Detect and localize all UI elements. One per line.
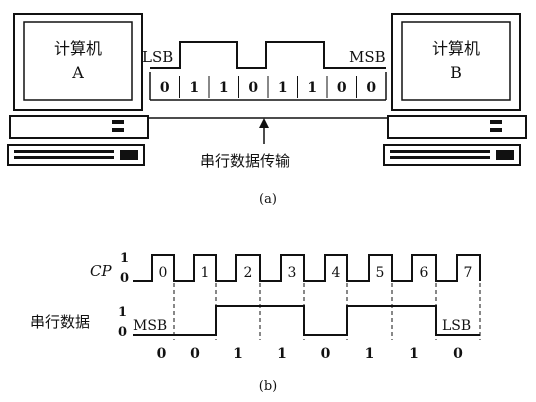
computer-b-drive-2 bbox=[490, 128, 502, 132]
msb-label: MSB bbox=[349, 48, 386, 66]
data-bit-value: 1 bbox=[365, 346, 375, 362]
computer-b-title: 计算机 bbox=[432, 39, 480, 58]
computer-b-drive-1 bbox=[490, 120, 502, 124]
data-bit-values: 0 0 1 1 0 1 1 0 bbox=[157, 346, 464, 362]
bit-value: 1 bbox=[278, 80, 288, 96]
cp-label: CP bbox=[90, 262, 112, 280]
computer-a-keys bbox=[14, 150, 138, 160]
bit-stream-waveform bbox=[150, 41, 386, 69]
clock-pulse-numbers: 0 1 2 3 4 5 6 7 bbox=[159, 265, 473, 281]
data-bit-value: 1 bbox=[233, 346, 243, 362]
bit-value: 1 bbox=[307, 80, 317, 96]
timing-guides bbox=[173, 283, 481, 340]
data-high-level: 1 bbox=[118, 305, 127, 320]
clock-pulse-number: 1 bbox=[201, 265, 210, 281]
data-bit-value: 1 bbox=[409, 346, 419, 362]
bit-value: 0 bbox=[337, 80, 347, 96]
bit-value: 0 bbox=[160, 80, 170, 96]
data-bit-value: 1 bbox=[277, 346, 287, 362]
clock-pulse-number: 7 bbox=[464, 265, 473, 281]
cp-low-level: 0 bbox=[120, 271, 129, 286]
figure-b: CP 1 0 0 1 2 3 4 5 6 7 串行数据 1 0 MSB LSB 0 0 1 1 0 1 1… bbox=[30, 251, 481, 394]
computer-b: 计算机 B bbox=[383, 13, 527, 166]
computer-a-screen bbox=[23, 21, 133, 101]
bit-value: 0 bbox=[366, 80, 376, 96]
serial-data-label: 串行数据 bbox=[30, 313, 90, 331]
bit-value: 1 bbox=[219, 80, 229, 96]
transfer-arrow-head bbox=[259, 118, 269, 128]
msb-label-b: MSB bbox=[133, 318, 167, 334]
bit-values: 0 1 1 0 1 1 0 0 bbox=[160, 76, 376, 98]
bit-stream: 0 1 1 0 1 1 0 0 bbox=[149, 41, 387, 101]
data-waveform bbox=[133, 305, 480, 336]
computer-b-base-unit bbox=[387, 115, 527, 139]
computer-a-drive-2 bbox=[112, 128, 124, 132]
clock-pulse-number: 6 bbox=[420, 265, 429, 281]
clock-pulse-number: 0 bbox=[159, 265, 168, 281]
computer-a-title: 计算机 bbox=[54, 39, 102, 58]
computer-a-letter: A bbox=[71, 63, 84, 82]
data-bit-value: 0 bbox=[157, 346, 167, 362]
data-bit-value: 0 bbox=[321, 346, 331, 362]
figure-a: 计算机 A 计算机 B bbox=[7, 13, 527, 207]
transfer-label: 串行数据传输 bbox=[200, 152, 290, 170]
lsb-label-b: LSB bbox=[442, 318, 471, 334]
computer-a-base-unit bbox=[9, 115, 149, 139]
caption-b: (b) bbox=[259, 379, 277, 394]
clock-pulse-number: 4 bbox=[332, 265, 341, 281]
bit-value: 1 bbox=[189, 80, 199, 96]
data-bit-value: 0 bbox=[453, 346, 463, 362]
lsb-label: LSB bbox=[142, 48, 173, 66]
computer-a: 计算机 A bbox=[7, 13, 149, 166]
computer-b-screen bbox=[401, 21, 511, 101]
computer-b-keys bbox=[390, 150, 514, 160]
clock-pulse-number: 3 bbox=[288, 265, 297, 281]
bit-value: 0 bbox=[248, 80, 258, 96]
clock-waveform bbox=[133, 254, 481, 282]
cp-high-level: 1 bbox=[120, 251, 129, 266]
computer-b-letter: B bbox=[450, 63, 462, 82]
clock-pulse-number: 5 bbox=[376, 265, 385, 281]
caption-a: (a) bbox=[259, 192, 277, 207]
data-bit-value: 0 bbox=[190, 346, 200, 362]
clock-pulse-number: 2 bbox=[244, 265, 253, 281]
computer-a-drive-1 bbox=[112, 120, 124, 124]
data-low-level: 0 bbox=[118, 325, 127, 340]
